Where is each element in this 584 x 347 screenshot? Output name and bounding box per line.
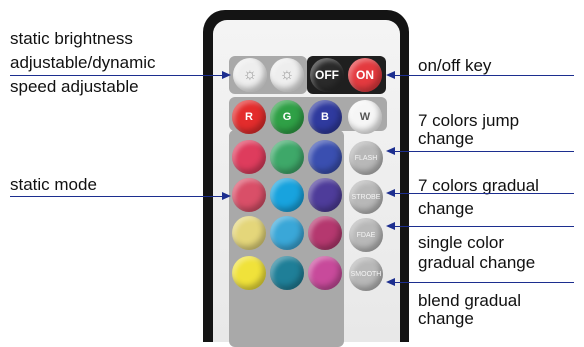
fade-button[interactable]: FDAE [349,218,383,252]
sun-dim-icon: ☼ [279,66,295,83]
blue-button[interactable]: B [308,100,342,134]
callout-arrow-brightness [222,71,231,79]
callout-arrow-jump [386,147,395,155]
color-button-r4c1[interactable] [232,216,266,250]
callout-line-blend [394,282,574,283]
callout-line-single [394,226,574,227]
callout-arrow-onoff [386,71,395,79]
callout-line-jump [394,151,574,152]
callout-line-onoff [394,75,574,76]
color-button-r5c3[interactable] [308,256,342,290]
sun-icon: ☼ [242,66,258,83]
color-button-r2c2[interactable] [270,140,304,174]
single-label-line1: single color [418,233,504,252]
color-button-r3c1[interactable] [232,178,266,212]
callout-line-gradual [394,193,574,194]
color-button-r2c1[interactable] [232,140,266,174]
white-button[interactable]: W [348,100,382,134]
color-button-r2c3[interactable] [308,140,342,174]
color-button-r5c2[interactable] [270,256,304,290]
brightness-up-button[interactable]: ☼ [233,58,267,92]
jump-label-line2: change [418,129,474,148]
single-label-line2: gradual change [418,253,536,272]
gradual-label-line1: 7 colors gradual [418,176,539,195]
flash-button[interactable]: FLASH [349,141,383,175]
onoff-label: on/off key [418,56,492,75]
color-button-r4c3[interactable] [308,216,342,250]
callout-arrow-gradual [386,189,395,197]
gradual-label-line2: change [418,199,474,218]
static-mode-label: static mode [10,175,97,194]
callout-arrow-static [222,192,231,200]
green-button[interactable]: G [270,100,304,134]
callout-line-static [10,196,226,197]
off-button[interactable]: OFF [310,58,344,92]
color-button-r4c2[interactable] [270,216,304,250]
brightness-label-line2: adjustable/dynamic [10,53,156,72]
callout-line-brightness [10,75,226,76]
red-button[interactable]: R [232,100,266,134]
strobe-button[interactable]: STROBE [349,180,383,214]
smooth-button[interactable]: SMOOTH [349,257,383,291]
blend-label-line1: blend gradual [418,291,522,310]
on-button[interactable]: ON [348,58,382,92]
blend-label-line2: change [418,309,474,328]
callout-arrow-blend [386,278,395,286]
brightness-label-line3: speed adjustable [10,77,139,96]
jump-label-line1: 7 colors jump [418,111,520,130]
brightness-down-button[interactable]: ☼ [270,58,304,92]
color-button-r5c1[interactable] [232,256,266,290]
brightness-label-line1: static brightness [10,29,133,48]
color-button-r3c2[interactable] [270,178,304,212]
callout-arrow-single [386,222,395,230]
color-button-r3c3[interactable] [308,178,342,212]
